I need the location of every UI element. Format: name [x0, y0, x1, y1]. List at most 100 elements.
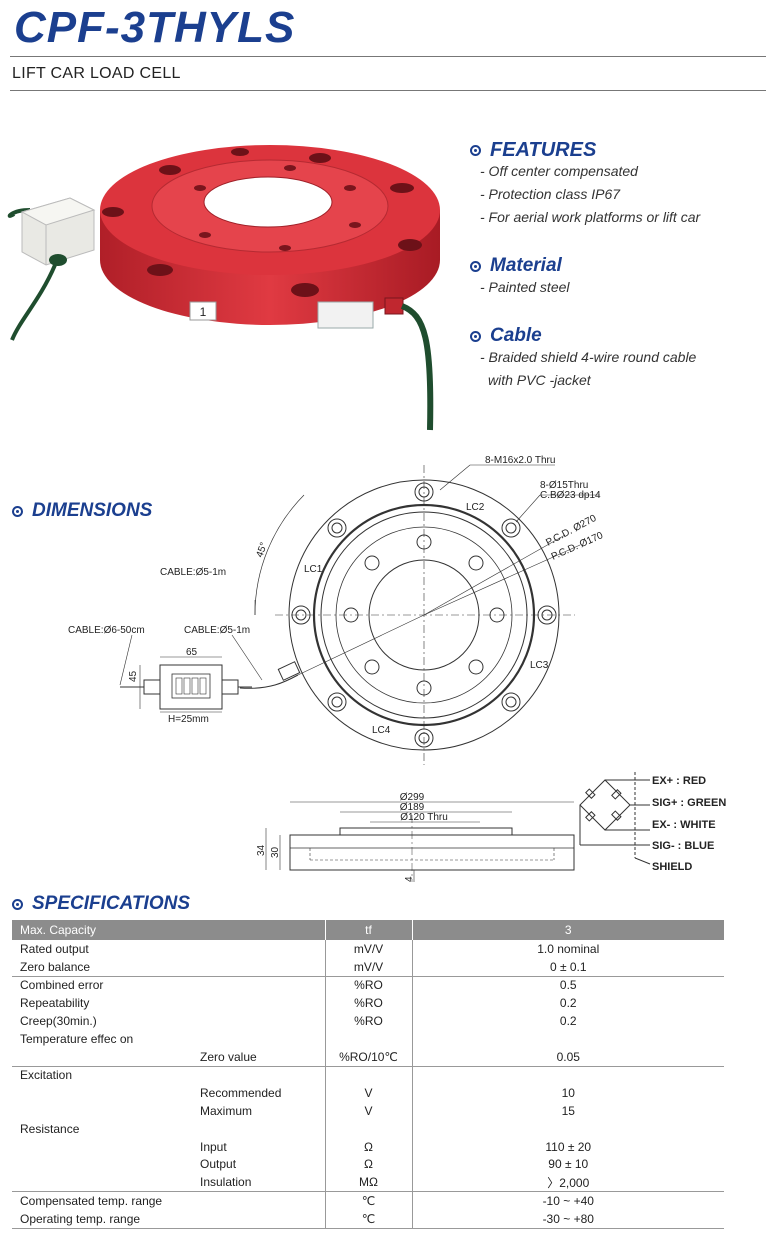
dim-cable-top-label: CABLE:Ø5-1m: [160, 567, 226, 578]
product-photo: 1: [7, 145, 440, 431]
product-model-title: CPF-3THYLS: [14, 3, 296, 52]
table-row: Operating temp. range℃-30 ~ +80: [12, 1209, 724, 1229]
spec-header-row: Max. Capacity tf 3: [12, 920, 724, 940]
spec-name-cell: Rated output: [20, 941, 89, 956]
cable-description: - Braided shield 4-wire round cable with…: [480, 349, 697, 388]
side-view-drawing: [265, 801, 575, 882]
feature-item: - Off center compensated: [480, 163, 638, 179]
spec-unit-cell: [324, 1029, 412, 1048]
spec-unit-cell: %RO: [324, 1012, 412, 1030]
wire-label-sig-plus: SIG+ : GREEN: [652, 797, 726, 809]
table-row: Resistance: [12, 1119, 724, 1138]
spec-header-value: 3: [411, 920, 724, 940]
wire-label-shield: SHIELD: [652, 861, 692, 873]
spec-unit-cell: V: [324, 1084, 412, 1103]
spec-value-cell: [411, 1065, 724, 1085]
specifications-heading: SPECIFICATIONS: [12, 893, 190, 915]
wire-label-ex-plus: EX+ : RED: [652, 775, 706, 787]
dim-cable-box-left-label: CABLE:Ø6-50cm: [68, 625, 145, 636]
spec-value-cell: [411, 1119, 724, 1138]
spec-subname: Maximum: [200, 1104, 253, 1119]
spec-value-cell: 10: [411, 1084, 724, 1103]
spec-value-cell: 0 ± 0.1: [411, 957, 724, 977]
bullet-icon: [12, 898, 23, 910]
dim-h4-label: 4: [404, 876, 415, 882]
bullet-icon: [470, 145, 481, 156]
dim-box-side-label: 45: [128, 670, 139, 682]
spec-name-cell: Maximum: [12, 1102, 325, 1120]
table-row: Compensated temp. range℃-10 ~ +40: [12, 1191, 724, 1210]
spec-unit-cell: mV/V: [324, 940, 412, 958]
dim-h34-label: 34: [256, 844, 267, 856]
spec-header-name: Max. Capacity: [12, 920, 325, 940]
features-heading: FEATURES: [470, 139, 596, 162]
features-list: - Off center compensated - Protection cl…: [480, 160, 700, 229]
dimensions-heading: DIMENSIONS: [12, 500, 152, 522]
spec-value-cell: 0.2: [411, 994, 724, 1013]
spec-name-cell: Input: [12, 1138, 325, 1156]
wiring-diagram: [579, 772, 651, 865]
dim-thread-label: 8-M16x2.0 Thru: [485, 455, 555, 466]
product-subtitle: LIFT CAR LOAD CELL: [12, 65, 181, 82]
spec-unit-cell: [324, 1119, 412, 1138]
spec-unit-cell: Ω: [324, 1137, 412, 1156]
material-item: - Painted steel: [480, 279, 570, 295]
dim-d120-label: Ø120 Thru: [400, 812, 448, 823]
wire-label-sig-minus: SIG- : BLUE: [652, 840, 714, 852]
spec-unit-cell: %RO: [324, 975, 412, 995]
spec-value-cell: -10 ~ +40: [411, 1191, 724, 1210]
spec-unit-cell: MΩ: [324, 1173, 412, 1192]
header-divider-top: [10, 56, 766, 57]
lc3-label: LC3: [530, 660, 549, 671]
spec-value-cell: 90 ± 10: [411, 1155, 724, 1174]
spec-value-cell: [411, 1029, 724, 1048]
spec-value-cell: 0.2: [411, 1012, 724, 1030]
spec-value-cell: 0.05: [411, 1047, 724, 1067]
spec-name-cell: Output: [12, 1156, 325, 1174]
spec-name-cell: Zero balance: [20, 959, 91, 974]
material-heading: Material: [470, 255, 562, 277]
spec-unit-cell: V: [324, 1102, 412, 1120]
spec-name-cell: Insulation: [12, 1173, 325, 1191]
spec-name-cell: Resistance: [20, 1121, 80, 1136]
dim-box-height-label: H=25mm: [168, 714, 209, 725]
dim-d299-label: Ø299: [400, 792, 425, 803]
spec-value-cell: 1.0 nominal: [411, 940, 724, 958]
lc4-label: LC4: [372, 725, 391, 736]
spec-value-cell: 〉2,000: [411, 1173, 724, 1192]
spec-subname: Zero value: [200, 1049, 257, 1064]
dim-h30-label: 30: [270, 846, 281, 858]
spec-name-cell: Repeatability: [20, 996, 90, 1011]
spec-value-cell: -30 ~ +80: [411, 1209, 724, 1229]
spec-value-cell: 110 ± 20: [411, 1137, 724, 1156]
lc2-label: LC2: [466, 502, 485, 513]
spec-unit-cell: %RO: [324, 994, 412, 1013]
dim-cable-box-right-label: CABLE:Ø5-1m: [184, 625, 250, 636]
feature-item: - For aerial work platforms or lift car: [480, 209, 701, 225]
dim-d189-label: Ø189: [400, 802, 425, 813]
dim-box-width-label: 65: [186, 647, 198, 658]
spec-unit-cell: ℃: [324, 1209, 412, 1229]
table-row: Excitation: [12, 1065, 724, 1085]
spec-unit-cell: mV/V: [324, 957, 412, 977]
spec-name-cell: Operating temp. range: [12, 1209, 325, 1229]
dim-holes-label: 8-Ø15Thru: [540, 480, 588, 491]
table-row: Temperature effec on: [12, 1029, 724, 1048]
spec-value-cell: 0.5: [411, 975, 724, 995]
spec-name-cell: Recommended: [12, 1084, 325, 1102]
spec-unit-cell: [324, 1065, 412, 1085]
photo-label-number: 1: [200, 305, 207, 319]
spec-header-unit: tf: [324, 920, 412, 940]
cable-heading: Cable: [470, 325, 542, 347]
